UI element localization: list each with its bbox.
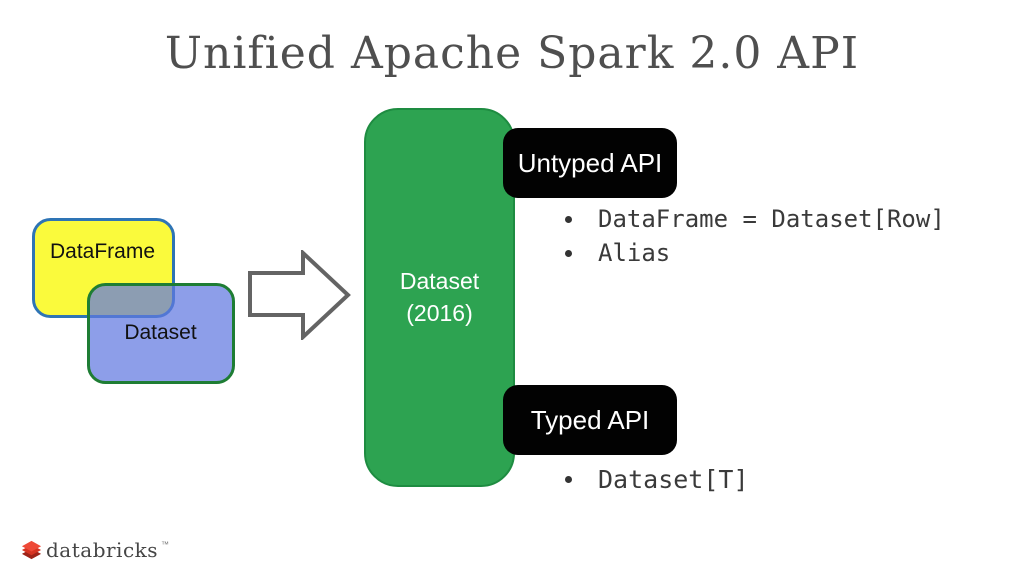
brand-name: databricks (46, 538, 159, 562)
venn-diagram (32, 218, 235, 384)
dataset-shape-border (87, 283, 235, 384)
list-item: Dataset[T] (565, 462, 749, 496)
page-title: Unified Apache Spark 2.0 API (164, 28, 860, 79)
list-item: Alias (565, 236, 945, 270)
typed-api-pill: Typed API (503, 385, 677, 455)
bullet-icon (565, 475, 572, 483)
databricks-icon (21, 540, 42, 559)
untyped-api-bullets: DataFrame = Dataset[Row] Alias (565, 202, 945, 270)
dataframe-label: DataFrame (49, 240, 156, 263)
dataset-2016-line2: (2016) (406, 299, 473, 326)
dataset-2016-box: Dataset (2016) (364, 108, 515, 487)
dataset-shape-fill (88, 284, 234, 383)
dataset-label: Dataset (124, 321, 197, 344)
untyped-api-pill: Untyped API (503, 128, 677, 198)
bullet-text: Alias (598, 239, 671, 267)
bullet-icon (565, 249, 572, 257)
list-item: DataFrame = Dataset[Row] (565, 202, 945, 236)
bullet-text: Dataset[T] (598, 464, 749, 494)
right-arrow-icon (248, 250, 351, 340)
trademark-mark: ™ (161, 540, 170, 549)
typed-api-bullets: Dataset[T] (565, 462, 749, 496)
databricks-logo: databricks ™ (20, 538, 169, 562)
bullet-icon (565, 215, 572, 223)
dataset-2016-line1: Dataset (399, 268, 480, 295)
bullet-text: DataFrame = Dataset[Row] (598, 205, 945, 233)
